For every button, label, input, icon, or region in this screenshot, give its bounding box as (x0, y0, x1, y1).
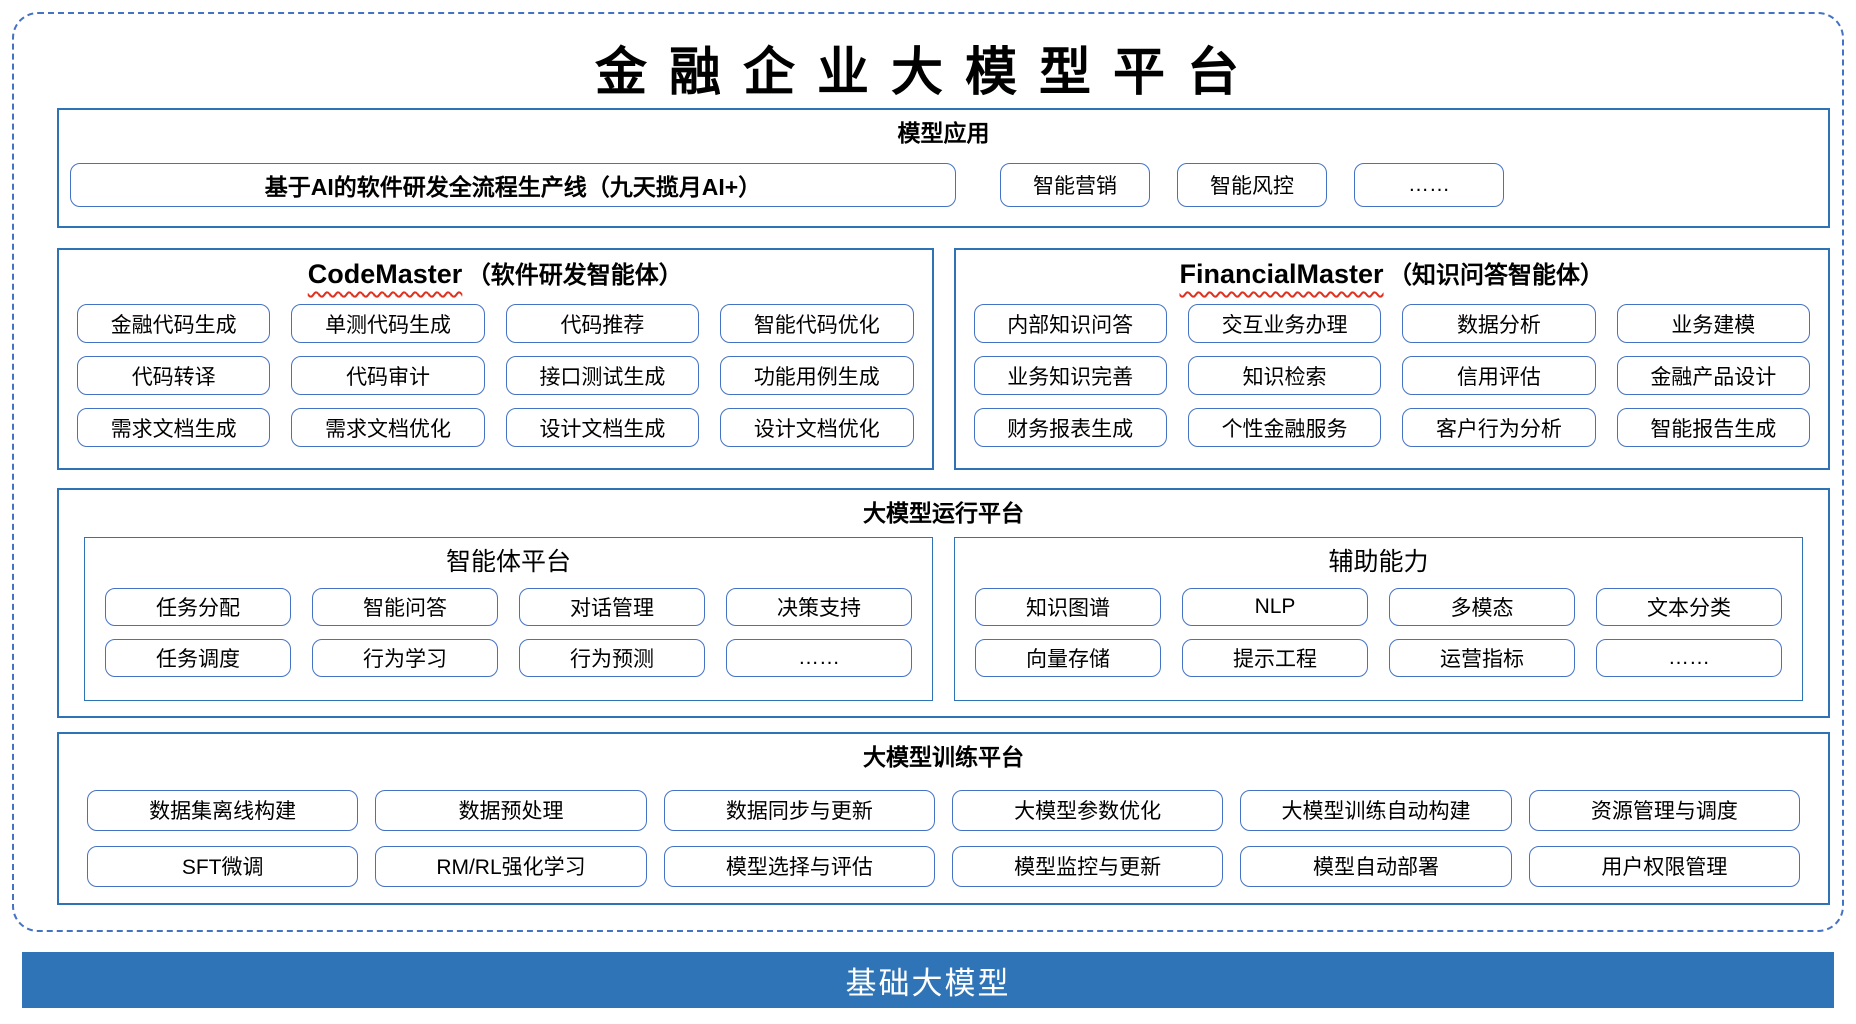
item-aux-ability: 多模态 (1389, 588, 1575, 627)
item-agent-platform: 智能问答 (312, 588, 498, 627)
financialmaster-header: FinancialMaster （知识问答智能体） (956, 256, 1829, 292)
item-agent-platform: 任务调度 (105, 639, 291, 678)
item-aux-ability: 运营指标 (1389, 639, 1575, 678)
codemaster-header: CodeMaster （软件研发智能体） (59, 256, 932, 292)
agents-row: CodeMaster （软件研发智能体） 金融代码生成 单测代码生成 代码推荐 … (57, 248, 1830, 470)
item-training: 大模型参数优化 (952, 789, 1224, 831)
item-aux-ability: …… (1596, 639, 1782, 678)
item-training: SFT微调 (87, 845, 359, 887)
item-codemaster: 需求文档生成 (77, 408, 271, 448)
item-financialmaster: 智能报告生成 (1616, 408, 1810, 448)
item-training: 用户权限管理 (1528, 845, 1800, 887)
item-financialmaster: 客户行为分析 (1402, 408, 1596, 448)
subpanel-aux-ability: 辅助能力 知识图谱 NLP 多模态 文本分类 向量存储 提示工程 运营指标 …… (954, 536, 1803, 701)
item-training: 模型选择与评估 (663, 845, 935, 887)
item-codemaster: 设计文档优化 (720, 408, 914, 448)
item-training: 资源管理与调度 (1528, 789, 1800, 831)
item-codemaster: 代码转译 (77, 356, 271, 396)
model-app-header: 模型应用 (897, 120, 990, 146)
item-training: RM/RL强化学习 (375, 845, 647, 887)
model-app-items-row: 基于AI的软件研发全流程生产线（九天揽月AI+） 智能营销 智能风控 …… (59, 162, 1828, 207)
item-financialmaster: 个性金融服务 (1187, 408, 1382, 448)
item-financialmaster: 交互业务办理 (1187, 304, 1382, 344)
item-ai-pipeline: 基于AI的软件研发全流程生产线（九天揽月AI+） (70, 162, 956, 207)
item-aux-ability: 文本分类 (1596, 588, 1782, 627)
financialmaster-title-zh: （知识问答智能体） (1388, 262, 1605, 289)
item-agent-platform: …… (726, 639, 912, 678)
aux-ability-items-grid: 知识图谱 NLP 多模态 文本分类 向量存储 提示工程 运营指标 …… (975, 588, 1782, 678)
item-aux-ability: 向量存储 (975, 639, 1161, 678)
item-codemaster: 需求文档优化 (291, 408, 485, 448)
agent-platform-items-grid: 任务分配 智能问答 对话管理 决策支持 任务调度 行为学习 行为预测 …… (105, 588, 912, 678)
financialmaster-items-grid: 内部知识问答 交互业务办理 数据分析 业务建模 业务知识完善 知识检索 信用评估… (973, 304, 1810, 448)
panel-financialmaster: FinancialMaster （知识问答智能体） 内部知识问答 交互业务办理 … (953, 248, 1830, 470)
item-smart-risk: 智能风控 (1177, 162, 1327, 207)
item-training: 数据预处理 (375, 789, 647, 831)
codemaster-title-en: CodeMaster (307, 259, 463, 289)
item-financialmaster: 信用评估 (1402, 356, 1596, 396)
item-training: 模型自动部署 (1240, 845, 1512, 887)
outer-dashed-frame (12, 12, 1844, 932)
financialmaster-title-en: FinancialMaster (1179, 259, 1384, 289)
item-financialmaster: 内部知识问答 (973, 304, 1167, 344)
section-runtime-platform: 大模型运行平台 智能体平台 任务分配 智能问答 对话管理 决策支持 任务调度 行… (57, 488, 1830, 718)
runtime-header: 大模型运行平台 (863, 500, 1024, 526)
item-codemaster: 代码审计 (291, 356, 485, 396)
training-header: 大模型训练平台 (863, 744, 1024, 770)
page-title: 金融企业大模型平台 (594, 42, 1261, 103)
item-training: 数据同步与更新 (663, 789, 935, 831)
section-training-platform: 大模型训练平台 数据集离线构建 数据预处理 数据同步与更新 大模型参数优化 大模… (57, 732, 1830, 905)
item-aux-ability: 提示工程 (1182, 639, 1368, 678)
item-financialmaster: 业务知识完善 (973, 356, 1167, 396)
codemaster-title-zh: （软件研发智能体） (466, 262, 683, 289)
item-financialmaster: 财务报表生成 (973, 408, 1167, 448)
item-agent-platform: 行为预测 (519, 639, 705, 678)
item-financialmaster: 数据分析 (1402, 304, 1596, 344)
item-codemaster: 金融代码生成 (77, 304, 271, 344)
agent-platform-header: 智能体平台 (445, 547, 571, 576)
item-agent-platform: 任务分配 (105, 588, 291, 627)
subpanel-agent-platform: 智能体平台 任务分配 智能问答 对话管理 决策支持 任务调度 行为学习 行为预测… (84, 536, 933, 701)
item-financialmaster: 金融产品设计 (1616, 356, 1810, 396)
training-items-grid: 数据集离线构建 数据预处理 数据同步与更新 大模型参数优化 大模型训练自动构建 … (87, 789, 1800, 887)
panel-codemaster: CodeMaster （软件研发智能体） 金融代码生成 单测代码生成 代码推荐 … (57, 248, 934, 470)
item-agent-platform: 对话管理 (519, 588, 705, 627)
item-agent-platform: 决策支持 (726, 588, 912, 627)
item-training: 大模型训练自动构建 (1240, 789, 1512, 831)
item-codemaster: 代码推荐 (505, 304, 700, 344)
runtime-subpanels-row: 智能体平台 任务分配 智能问答 对话管理 决策支持 任务调度 行为学习 行为预测… (84, 536, 1803, 701)
item-training: 数据集离线构建 (87, 789, 359, 831)
aux-ability-header: 辅助能力 (1328, 547, 1429, 576)
item-training: 模型监控与更新 (952, 845, 1224, 887)
item-aux-ability: NLP (1182, 588, 1368, 627)
item-codemaster: 设计文档生成 (505, 408, 700, 448)
item-financialmaster: 业务建模 (1616, 304, 1810, 344)
item-codemaster: 功能用例生成 (720, 356, 914, 396)
item-codemaster: 智能代码优化 (720, 304, 914, 344)
item-model-app-more: …… (1354, 162, 1504, 207)
item-codemaster: 单测代码生成 (291, 304, 485, 344)
item-smart-marketing: 智能营销 (1000, 162, 1150, 207)
item-agent-platform: 行为学习 (312, 639, 498, 678)
foundation-model-bar: 基础大模型 (22, 952, 1834, 1008)
foundation-model-label: 基础大模型 (845, 965, 1011, 1001)
item-codemaster: 接口测试生成 (505, 356, 700, 396)
codemaster-items-grid: 金融代码生成 单测代码生成 代码推荐 智能代码优化 代码转译 代码审计 接口测试… (77, 304, 914, 448)
item-aux-ability: 知识图谱 (975, 588, 1161, 627)
section-model-app: 模型应用 基于AI的软件研发全流程生产线（九天揽月AI+） 智能营销 智能风控 … (57, 108, 1830, 228)
item-financialmaster: 知识检索 (1187, 356, 1382, 396)
